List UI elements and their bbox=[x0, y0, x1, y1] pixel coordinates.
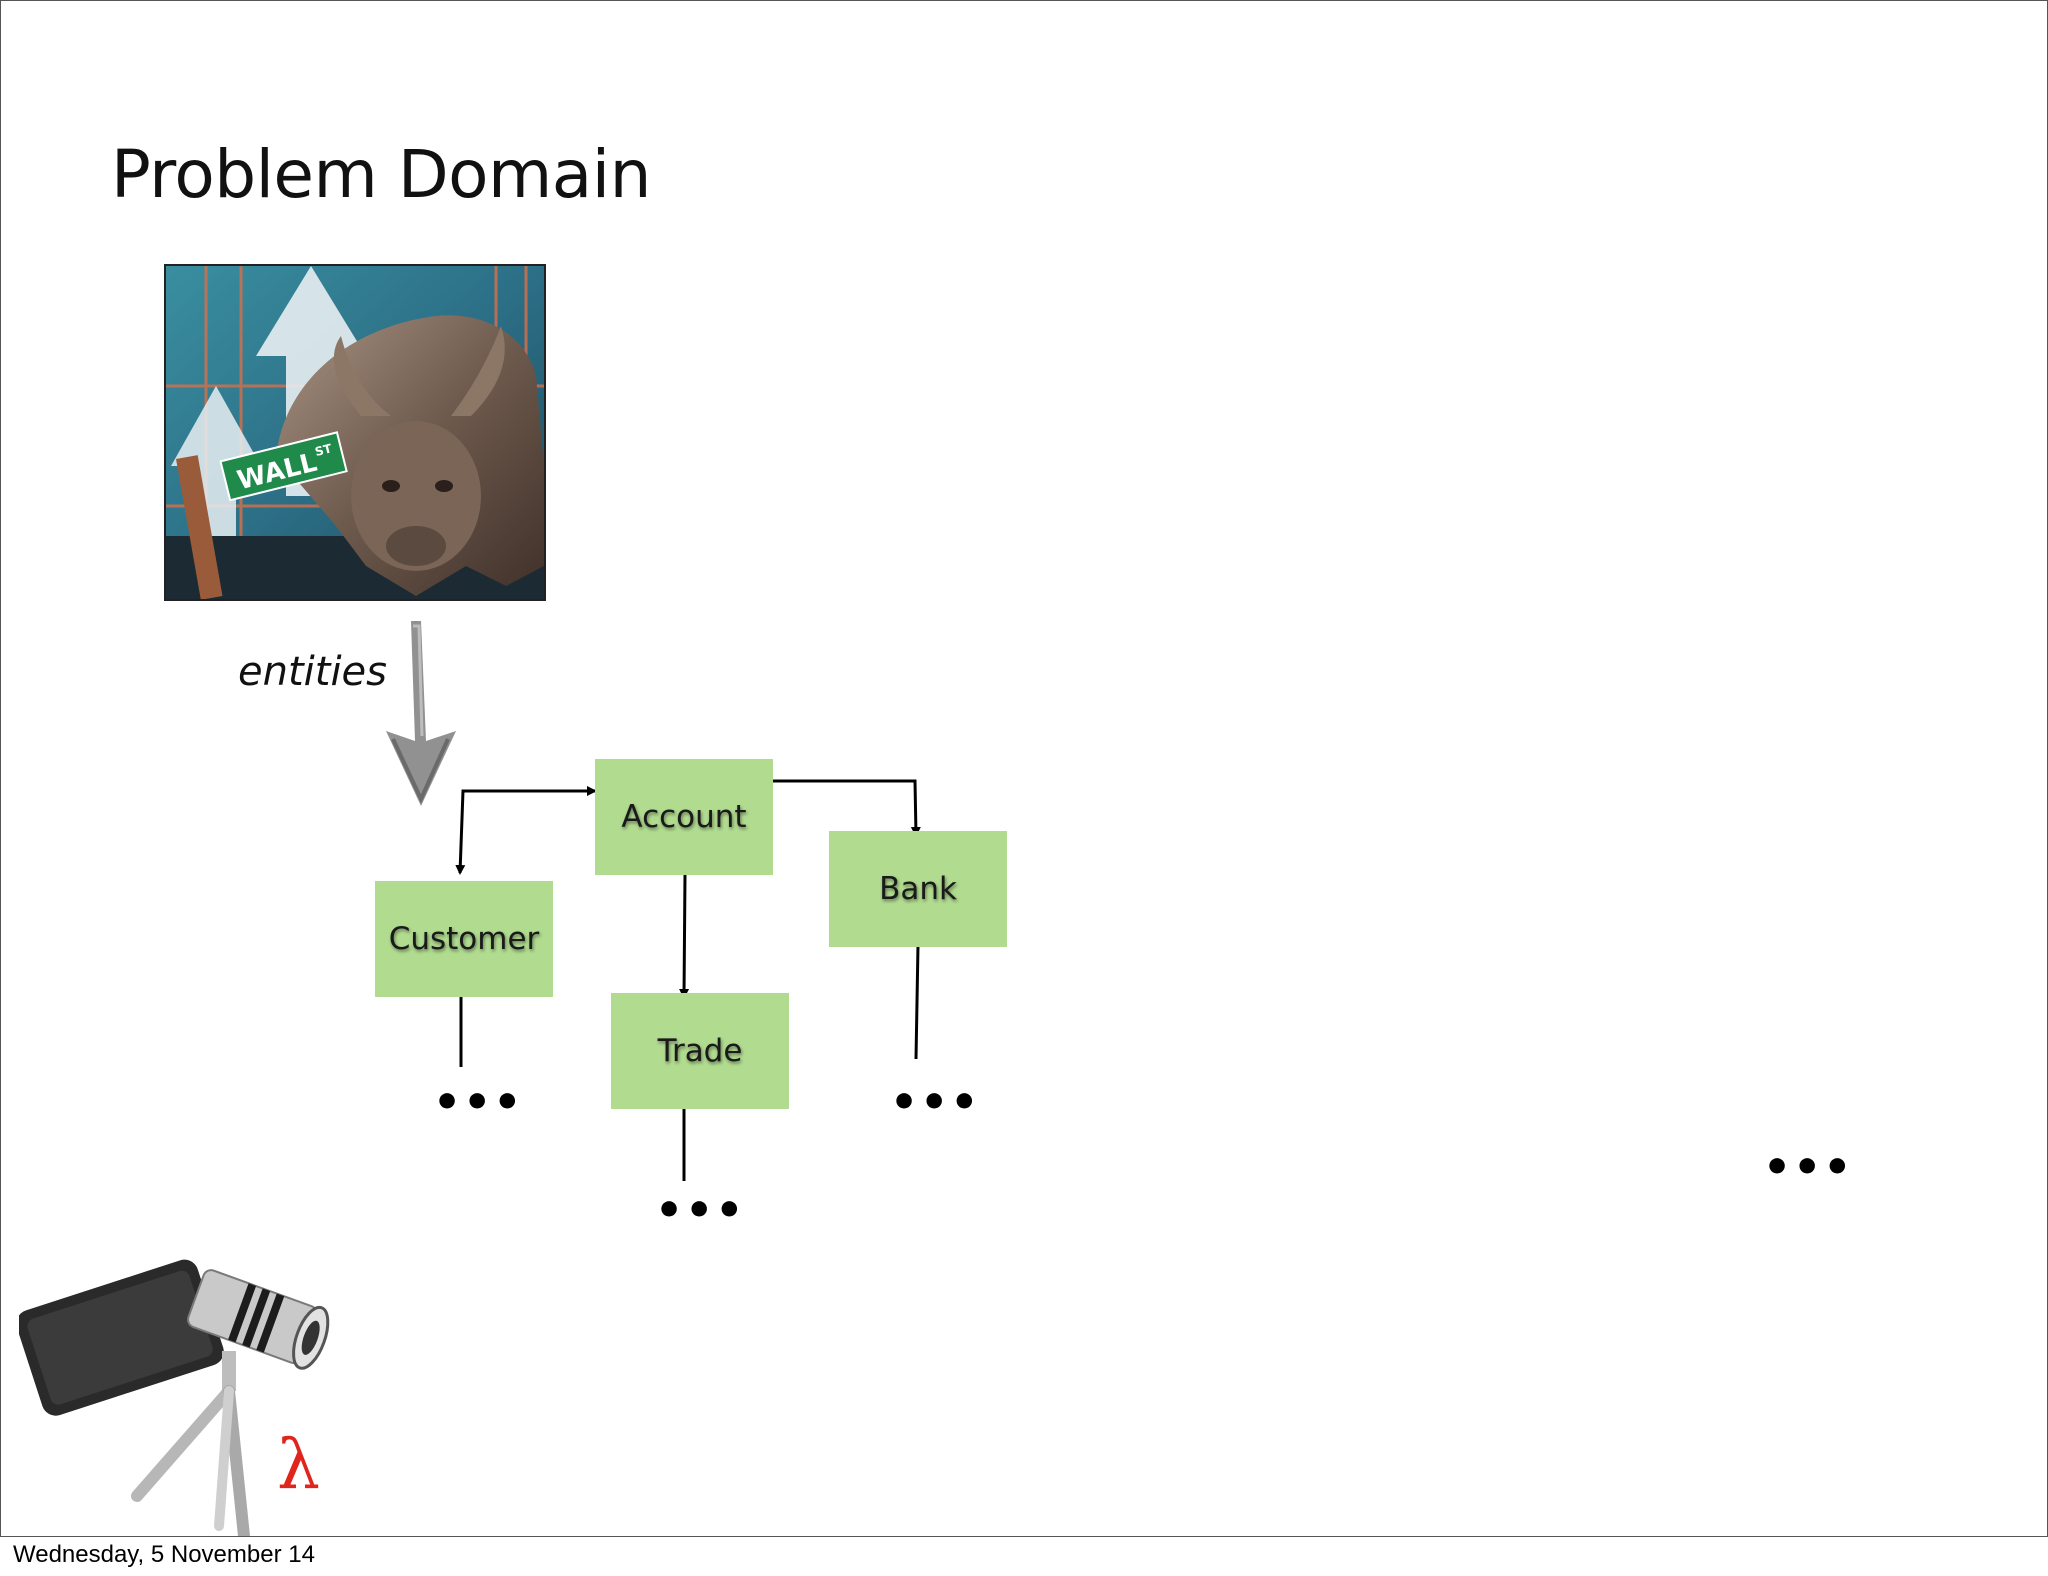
footer-date: Wednesday, 5 November 14 bbox=[13, 1541, 315, 1568]
entity-customer-label: Customer bbox=[388, 921, 540, 957]
slide: Problem Domain bbox=[0, 0, 2048, 1537]
entity-trade-label: Trade bbox=[657, 1033, 743, 1069]
entity-diagram bbox=[386, 621, 921, 1181]
entity-customer: Customer bbox=[375, 881, 553, 997]
sign-superscript: ST bbox=[313, 441, 334, 459]
entities-label: entities bbox=[238, 649, 388, 695]
entity-account: Account bbox=[595, 759, 773, 875]
relation-account-bank bbox=[773, 779, 921, 837]
relation-account-customer bbox=[455, 789, 595, 875]
entity-bank-label: Bank bbox=[879, 871, 957, 907]
bank-ellipsis: ••• bbox=[890, 1077, 981, 1128]
lambda-icon: λ bbox=[277, 1426, 320, 1505]
entity-bank: Bank bbox=[829, 831, 1007, 947]
page-title: Problem Domain bbox=[111, 136, 651, 213]
entity-trade: Trade bbox=[611, 993, 789, 1109]
more-ellipsis: ••• bbox=[1763, 1142, 1854, 1193]
entity-account-label: Account bbox=[621, 799, 747, 835]
bank-continuation-line bbox=[914, 944, 920, 1060]
telescope-illustration: λ bbox=[16, 1259, 330, 1536]
wall-street-bull-photo: WALL ST bbox=[164, 264, 546, 601]
trade-ellipsis: ••• bbox=[655, 1185, 746, 1236]
bull-photo-illustration: WALL ST bbox=[166, 266, 544, 599]
customer-ellipsis: ••• bbox=[433, 1077, 524, 1128]
phone-telescope-photo: λ bbox=[16, 1246, 339, 1536]
chalk-down-arrow-icon bbox=[386, 621, 456, 806]
relation-account-trade bbox=[679, 873, 690, 999]
